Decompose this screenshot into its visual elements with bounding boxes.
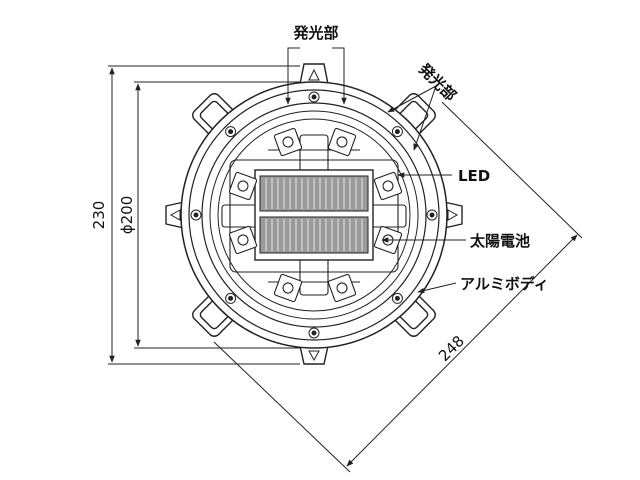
screw-center [193,212,199,218]
label-solar-cell: 太陽電池 [470,232,530,250]
dimension-height-label: 230 [90,201,108,230]
dimension-diagonal-label: 248 [435,332,468,365]
dimension-diameter-label: ϕ200 [118,196,136,235]
label-led: LED [458,167,490,185]
screw-center [228,295,234,301]
dimension-lines [108,65,583,473]
solar-panel [254,169,374,261]
screw-center [311,94,317,100]
screw-center [429,212,435,218]
screw-center [311,330,317,336]
screw-center [394,295,400,301]
reflector-triangles [169,68,459,362]
leader-lines [285,47,466,294]
screw-center [394,129,400,135]
screw-center [228,129,234,135]
label-aluminum-body: アルミボディ [460,275,549,293]
solar-cells [265,178,363,251]
label-emitter-top: 発光部 [292,24,338,42]
